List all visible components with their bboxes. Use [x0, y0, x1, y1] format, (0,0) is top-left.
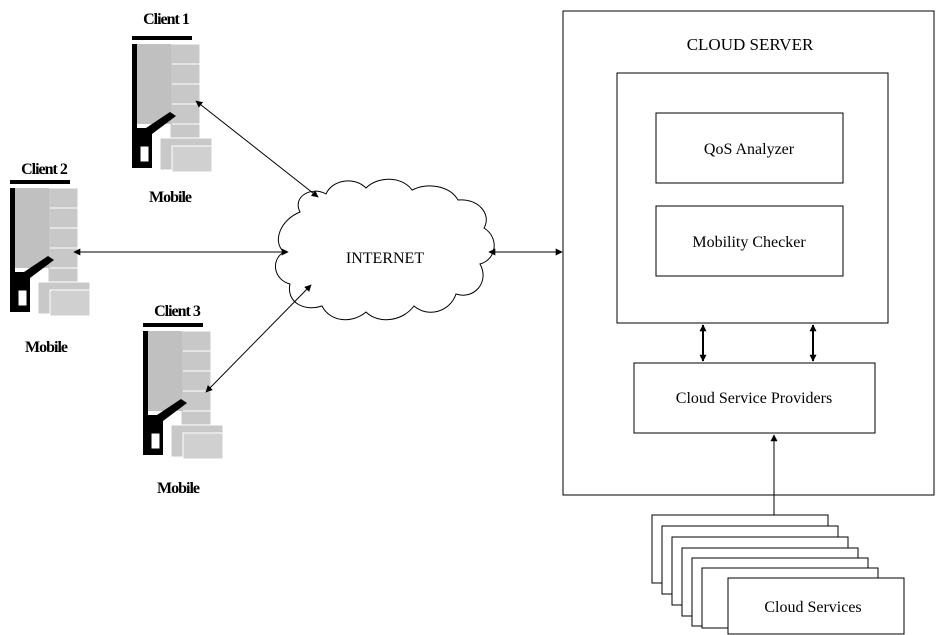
- client-3: Client 3 Mobile: [142, 303, 224, 497]
- cloud-service-providers-box: [633, 362, 876, 434]
- client-3-device-label: Mobile: [157, 480, 200, 497]
- cloud-server-title: CLOUD SERVER: [687, 35, 814, 54]
- cloud-services-label: Cloud Services: [764, 599, 861, 616]
- service-card-front: [727, 577, 905, 635]
- internet-cloud: INTERNET: [275, 178, 495, 321]
- cloud-server: CLOUD SERVER QoS Analyzer Mobility Check…: [562, 10, 935, 496]
- client-1-device-label: Mobile: [149, 189, 192, 206]
- mobility-checker-box: [655, 205, 844, 277]
- internet-label: INTERNET: [346, 250, 424, 267]
- client-2-label: Client 2: [21, 161, 68, 178]
- client-1: Client 1 Mobile: [131, 11, 213, 206]
- client-1-connection: [195, 100, 319, 198]
- client-3-label: Client 3: [154, 303, 201, 320]
- client-1-label: Client 1: [143, 11, 190, 28]
- mobility-checker-label: Mobility Checker: [692, 234, 806, 251]
- mobile-phone-icon: [9, 179, 91, 317]
- qos-analyzer-box: [655, 112, 844, 184]
- cloud-services-stack: Cloud Services: [651, 514, 905, 635]
- mobile-phone-icon: [142, 322, 224, 460]
- qos-analyzer-label: QoS Analyzer: [704, 141, 795, 158]
- analyzer-group-box: [616, 72, 889, 324]
- client-2: Client 2 Mobile: [9, 161, 91, 356]
- client-3-connection: [205, 284, 312, 393]
- cloud-service-providers-label: Cloud Service Providers: [676, 390, 832, 407]
- client-2-device-label: Mobile: [25, 339, 68, 356]
